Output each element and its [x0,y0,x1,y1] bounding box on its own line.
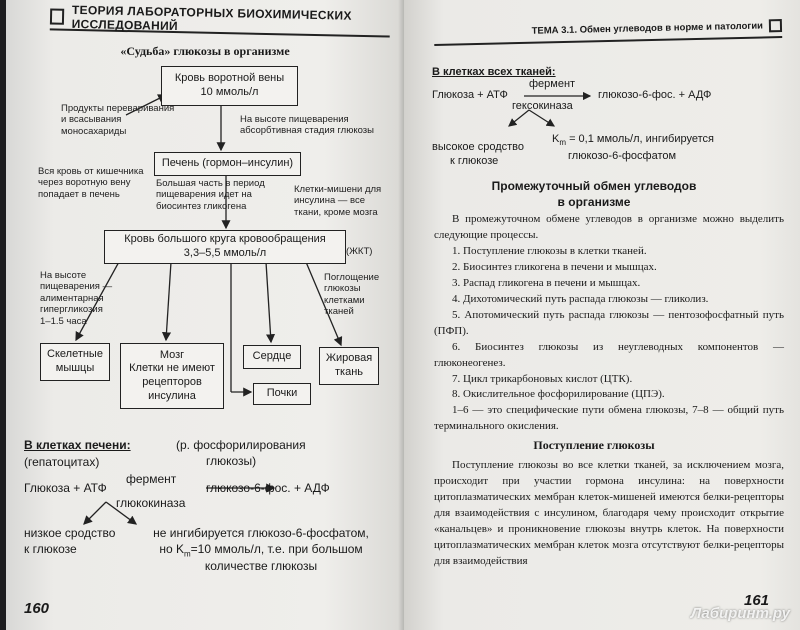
list-item: 1. Поступление глюкозы в клетки тканей. [452,245,647,257]
section-title: Промежуточный обмен углеводов в организм… [491,179,697,210]
reaction-rhs: глюкозо-6-фос. + АДФ [206,481,330,495]
kidneys-box: Почки [253,383,311,405]
low-affinity-note: низкое сродство к глюкозе [24,526,116,556]
list-item: 2. Биосинтез гликогена в печени и мышцах… [452,260,657,273]
enzyme-name-right: гексокиназа [512,100,573,112]
enzyme-label: фермент [126,472,177,486]
list-item: 6. Биосинтез глюкозы из неуглеводных ком… [434,340,784,369]
enzyme-name: глюкокиназа [116,496,186,510]
fat-tissue-box: Жировая ткань [319,347,379,385]
left-page-number: 160 [24,600,50,617]
uptake-note: Поглощение глюкозы клетками тканей [324,272,380,318]
insulin-targets-note: Клетки-мишени для инсулина — все ткани, … [294,184,382,218]
reaction-lhs: Глюкоза + АТФ [24,481,107,495]
brain-box: Мозг Клетки не имеют рецепторов инсулина [120,343,224,409]
enzyme-label-right: фермент [529,78,576,90]
flow-arrows [75,94,343,525]
km-note: Km = 0,1 ммоль/л, ингибируется глюкозо-6… [552,133,714,162]
right-page-number: 161 [744,592,770,609]
body-paragraph: Поступление глюкозы во все клетки тканей… [434,459,784,567]
glycogen-note: Большая часть в период пищеварения идет … [156,178,265,212]
liver-cells-heading: В клетках печени: [24,438,131,452]
subsection-title: Поступление глюкозы [533,438,655,452]
list-item: 8. Окислительное фосфорилирование (ЦПЭ). [452,388,665,401]
absorption-note: Продукты переваривания и всасывания моно… [61,103,175,137]
gi-tract-tag: (ЖКТ) [346,246,373,257]
hepatocytes-label: (гепатоцитах) [24,455,100,469]
summary-paragraph: 1–6 — это специфические пути обмена глюк… [434,404,784,433]
diagram-title: «Судьба» глюкозы в организме [120,44,290,58]
not-inhibited-note: не ингибируется глюкозо-6-фосфатом, но K… [153,526,369,574]
reaction-lhs-right: Глюкоза + АТФ [432,89,508,101]
digestion-peak-note: На высоте пищеварения абсорбтивная стади… [240,114,374,137]
right-reaction-arrows [508,91,592,127]
process-list: 1. Поступление глюкозы в клетки тканей. … [434,244,784,435]
left-page: ТЕОРИЯ ЛАБОРАТОРНЫХ БИОХИМИЧЕСКИХ ИССЛЕД… [6,0,404,630]
systemic-blood-box: Кровь большого круга кровообращения 3,3–… [104,230,346,264]
high-affinity-note: высокое сродство к глюкозе [432,141,525,168]
muscle-box: Скелетные мышцы [40,343,110,381]
list-item: 7. Цикл трикарбоновых кислот (ЦТК). [452,372,633,385]
liver-box: Печень (гормон–инсулин) [154,152,301,176]
list-item: 5. Апотомический путь распада глюкозы — … [434,308,784,337]
all-cells-heading: В клетках всех тканей: [432,66,556,78]
phosphorylation-note: (р. фосфорилирования глюкозы) [176,438,306,468]
list-item: 3. Распад гликогена в печени и мышцах. [452,276,641,289]
right-page: ТЕМА 3.1. Обмен углеводов в норме и пато… [404,0,800,630]
heart-box: Сердце [243,345,301,369]
list-item: 4. Дихотомический путь распада глюкозы —… [452,292,709,305]
intro-paragraph: В промежуточном обмене углеводов в орган… [434,213,784,241]
portal-note: Вся кровь от кишечника через воротную ве… [38,166,144,200]
hyperglycemia-note: На высоте пищеварения — алиментарная гип… [40,270,113,327]
watermark-logo: Лабиринт.ру [690,605,790,622]
reaction-rhs-right: глюкозо-6-фос. + АДФ [598,89,712,101]
portal-vein-box: Кровь воротной вены 10 ммоль/л [161,66,298,106]
